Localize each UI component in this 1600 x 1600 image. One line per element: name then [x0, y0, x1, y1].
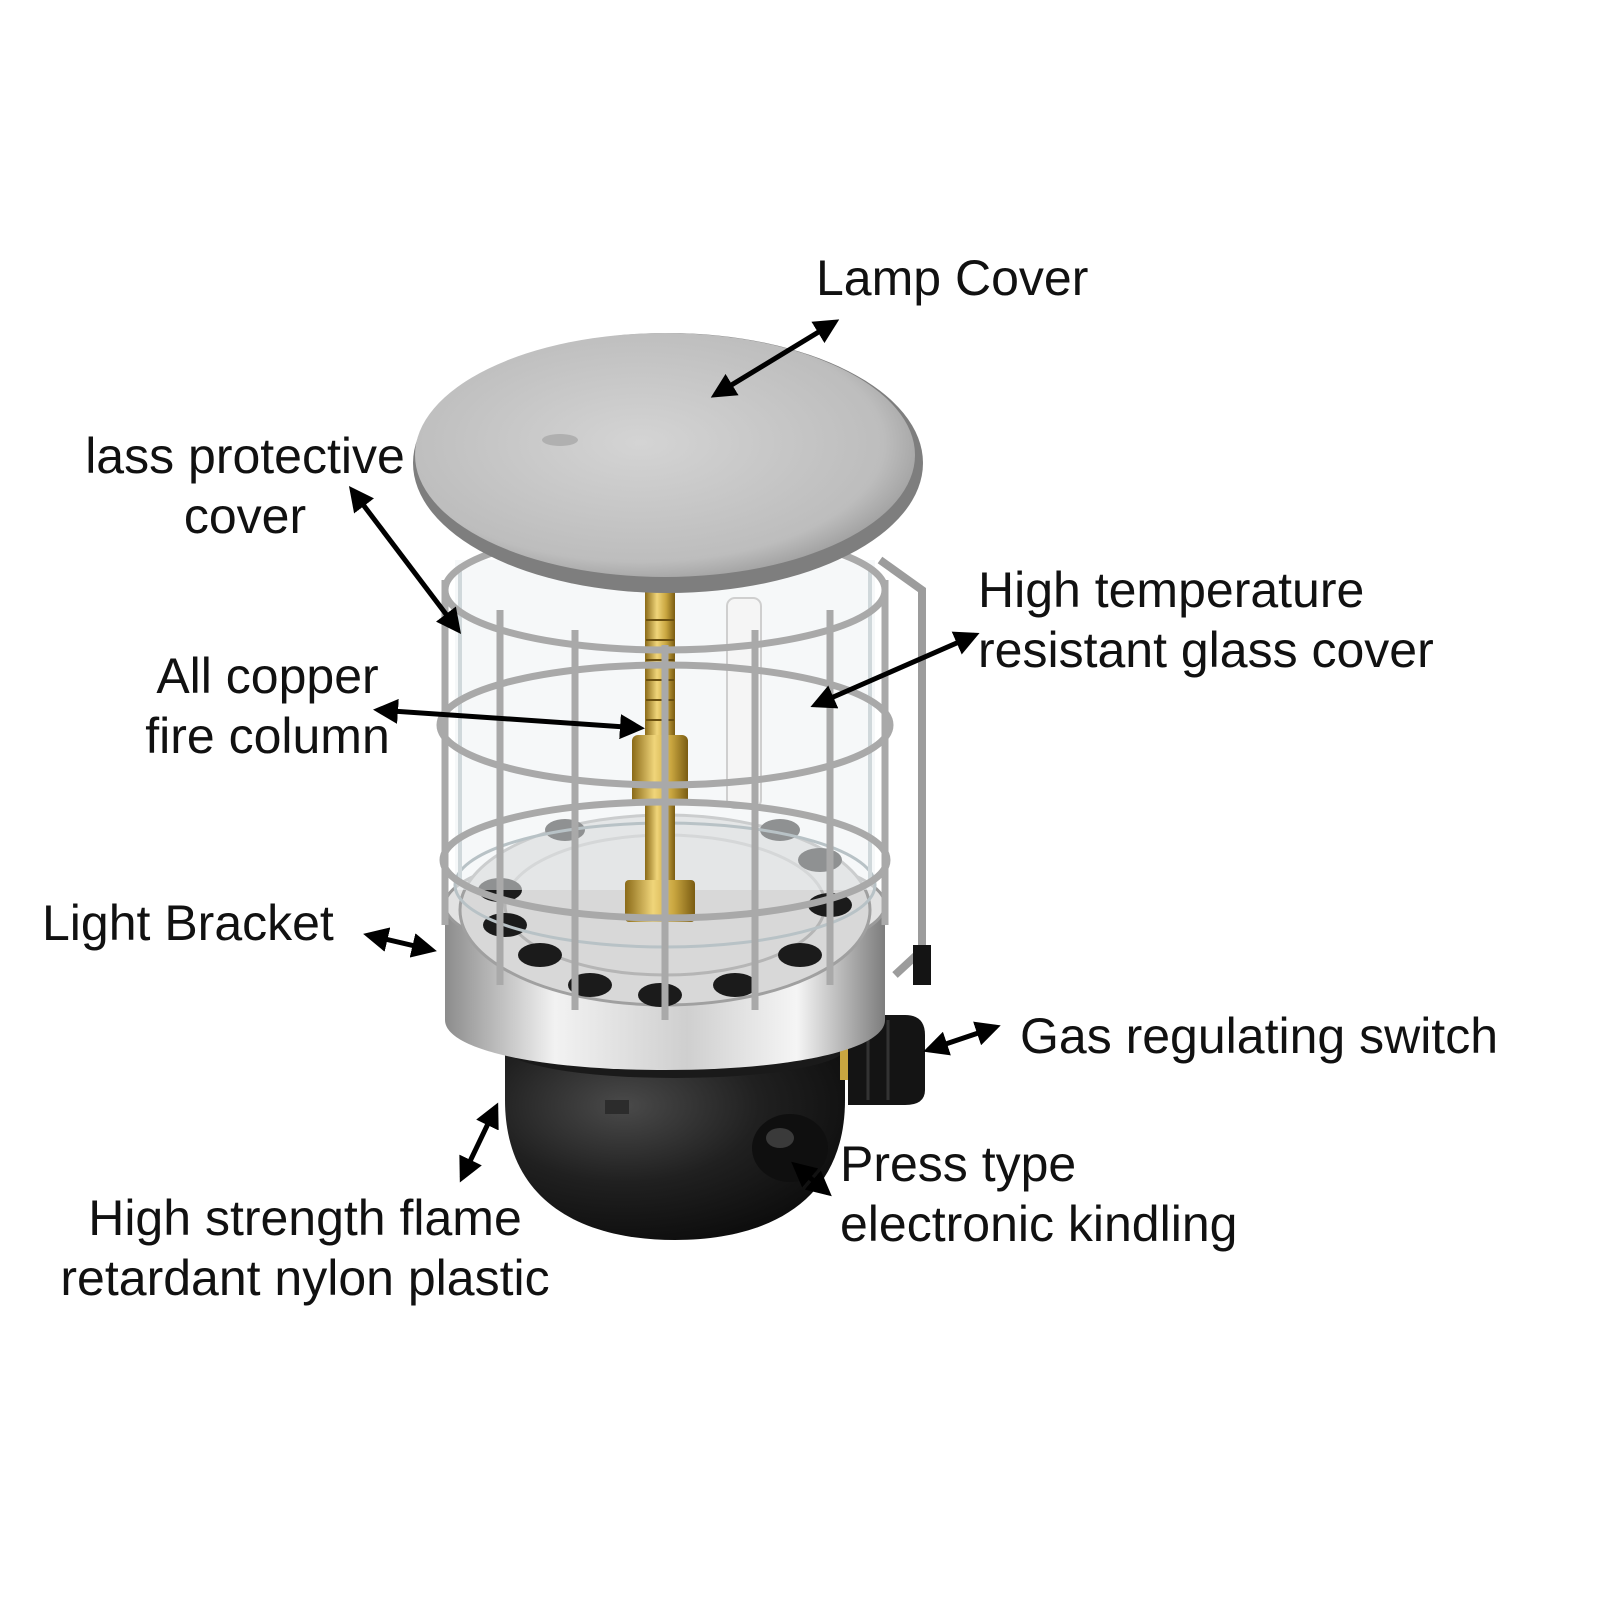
callout-arrows — [348, 319, 1001, 1197]
arrow-press-kindling — [791, 1161, 832, 1197]
carry-handle — [877, 556, 931, 985]
label-line: electronic kindling — [840, 1196, 1238, 1252]
top-cover — [413, 333, 923, 593]
arrow-copper-column — [373, 698, 645, 740]
label-line: All copper — [156, 648, 379, 704]
label-line: retardant nylon plastic — [60, 1250, 550, 1306]
label-line: resistant glass cover — [978, 622, 1434, 678]
label-line: High temperature — [978, 562, 1365, 618]
label-copper-fire-column: All copper fire column — [135, 646, 400, 766]
label-high-temp-glass: High temperature resistant glass cover — [978, 560, 1434, 680]
label-nylon-plastic: High strength flame retardant nylon plas… — [40, 1188, 570, 1308]
arrow-glass-protective-cover — [348, 486, 462, 634]
label-line: fire column — [145, 708, 390, 764]
label-lamp-cover: Lamp Cover — [816, 248, 1088, 308]
label-line: Gas regulating switch — [1020, 1008, 1499, 1064]
label-gas-switch: Gas regulating switch — [1020, 1006, 1498, 1066]
label-light-bracket: Light Bracket — [42, 893, 334, 953]
label-press-kindling: Press type electronic kindling — [840, 1134, 1237, 1254]
label-line: High strength flame — [88, 1190, 522, 1246]
arrow-light-bracket — [363, 927, 437, 958]
label-line: Press type — [840, 1136, 1077, 1192]
label-line: Lamp Cover — [816, 250, 1089, 306]
lantern-illustration — [413, 333, 931, 1240]
arrow-nylon-plastic — [459, 1102, 499, 1183]
ignition-button — [752, 1114, 828, 1182]
arrow-lamp-cover — [710, 319, 840, 398]
label-glass-protective-cover: lass protective cover — [75, 426, 415, 546]
label-line: lass protective — [85, 428, 405, 484]
label-line: cover — [183, 488, 307, 544]
brass-column — [625, 590, 695, 922]
arrow-high-temp-glass — [810, 631, 980, 709]
label-line: Light Bracket — [42, 895, 334, 951]
arrow-gas-switch — [923, 1021, 1001, 1056]
